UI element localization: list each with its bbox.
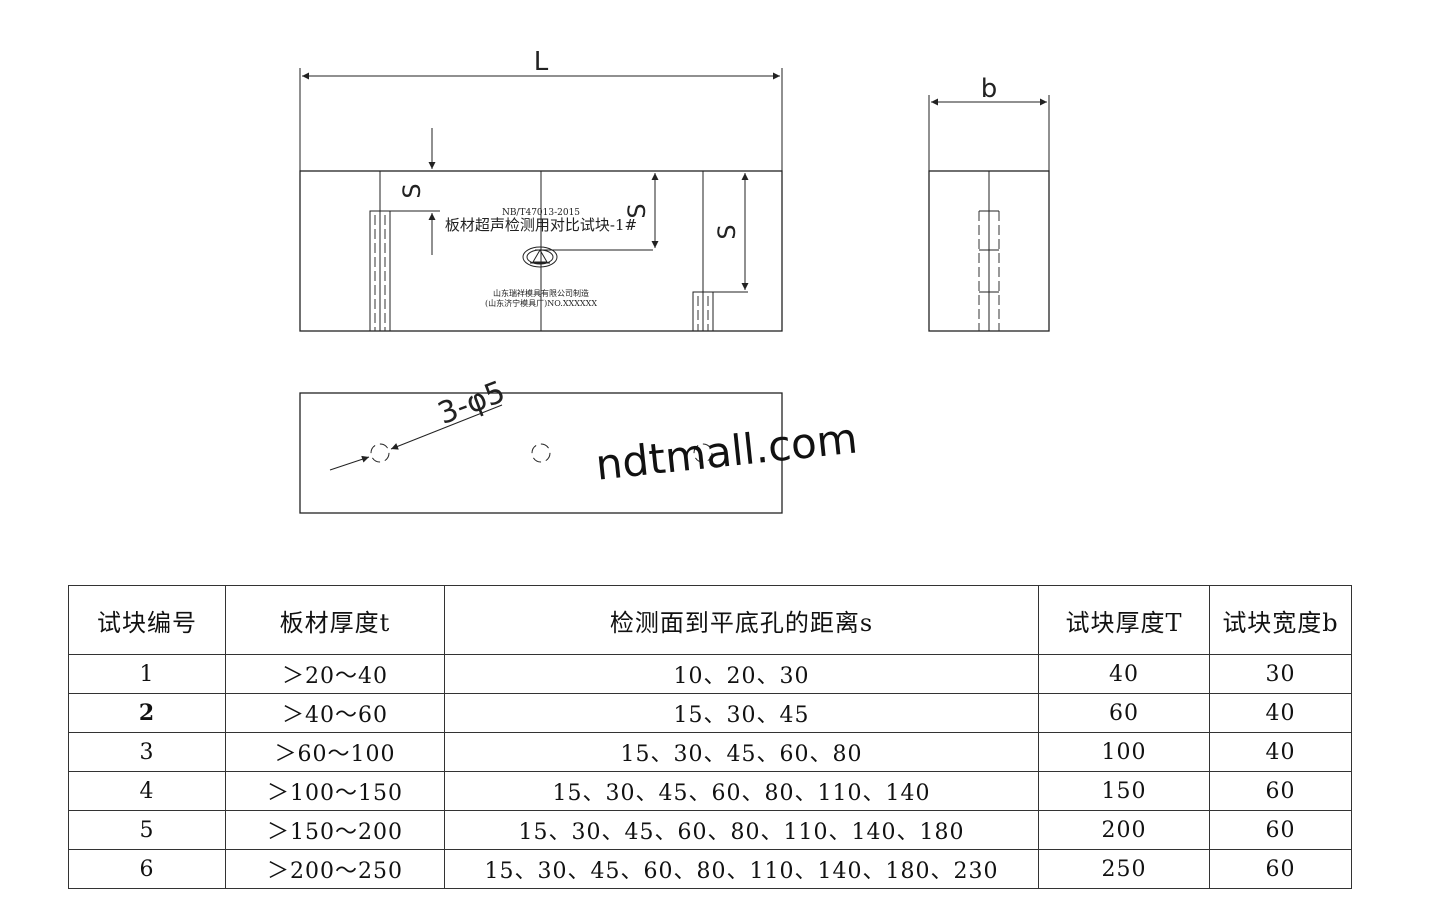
cell-block-number: 5 [68,810,226,850]
cell-plate-thickness: ＞40～60 [225,693,445,733]
cell-block-width: 40 [1209,693,1352,733]
side-view: b [928,74,1050,332]
cell-plate-thickness: ＞200～250 [225,849,445,889]
l-dimension-label: L [534,47,549,77]
cell-hole-distance: 15、30、45 [444,693,1039,733]
maker-line-1: 山东瑞祥模具有限公司制造 [493,288,589,298]
hole-circle-3 [693,443,713,463]
cell-hole-distance: 15、30、45、60、80、110、140、180 [444,810,1039,850]
table-row: 6 ＞200～250 15、30、45、60、80、110、140、180、23… [68,849,1352,889]
table-row: 1 ＞20～40 10、20、30 40 30 [68,654,1352,694]
hole-1-outline [369,210,391,331]
cell-hole-distance: 10、20、30 [444,654,1039,694]
cell-hole-distance: 15、30、45、60、80 [444,732,1039,772]
hole-leader-arrow-right [390,404,503,450]
s1-dimension-label: S [398,183,426,198]
cell-block-width: 40 [1209,732,1352,772]
standard-code: NB/T47013-2015 [502,208,580,218]
header-block-thickness: 试块厚度T [1038,585,1210,655]
header-block-number: 试块编号 [68,585,226,655]
cell-block-thickness: 60 [1038,693,1210,733]
b-dimension-label: b [981,74,998,104]
hole-spec-label: 3-φ5 [433,374,510,431]
cell-block-width: 60 [1209,810,1352,850]
cell-plate-thickness: ＞150～200 [225,810,445,850]
watermark-text: ndtmall.com [593,413,859,489]
cell-block-thickness: 40 [1038,654,1210,694]
cell-block-number: 4 [68,771,226,811]
cell-hole-distance: 15、30、45、60、80、110、140、180、230 [444,849,1039,889]
table-row: 3 ＞60～100 15、30、45、60、80 100 40 [68,732,1352,772]
cell-plate-thickness: ＞20～40 [225,654,445,694]
cell-block-thickness: 200 [1038,810,1210,850]
block-title: 板材超声检测用对比试块-1# [445,216,637,234]
hole-circle-2 [531,443,551,463]
cell-block-number: 3 [68,732,226,772]
header-plate-thickness: 板材厚度t [225,585,445,655]
cell-plate-thickness: ＞100～150 [225,771,445,811]
cell-block-number: 6 [68,849,226,889]
hole-3-outline [692,291,714,331]
maker-line-2: (山东济宁模具厂)NO.XXXXXX [485,298,597,308]
cell-block-number: 1 [68,654,226,694]
table-header-row: 试块编号 板材厚度t 检测面到平底孔的距离s 试块厚度T 试块宽度b [68,585,1352,655]
cell-block-number: 2 [68,693,226,733]
front-view: L S S S NB/T47013-2015 板材超声检测用对比试块-1# [299,47,783,332]
s2-dimension-label: S [623,203,651,218]
top-view-outline [299,392,783,514]
hole-circle-1 [370,443,390,463]
cell-block-width: 60 [1209,771,1352,811]
cell-block-width: 60 [1209,849,1352,889]
s3-dimension-label: S [713,224,741,239]
cell-block-width: 30 [1209,654,1352,694]
cell-plate-thickness: ＞60～100 [225,732,445,772]
cell-block-thickness: 100 [1038,732,1210,772]
header-block-width: 试块宽度b [1209,585,1352,655]
table-row: 2 ＞40～60 15、30、45 60 40 [68,693,1352,733]
specification-table: 试块编号 板材厚度t 检测面到平底孔的距离s 试块厚度T 试块宽度b 1 ＞20… [68,585,1352,889]
header-hole-distance: 检测面到平底孔的距离s [444,585,1039,655]
company-logo [522,246,558,268]
cell-hole-distance: 15、30、45、60、80、110、140 [444,771,1039,811]
hole-leader-arrow-left [329,455,370,471]
table-row: 4 ＞100～150 15、30、45、60、80、110、140 150 60 [68,771,1352,811]
table-row: 5 ＞150～200 15、30、45、60、80、110、140、180 20… [68,810,1352,850]
cell-block-thickness: 150 [1038,771,1210,811]
cell-block-thickness: 250 [1038,849,1210,889]
technical-drawing: L S S S NB/T47013-2015 板材超声检测用对比试块-1# [299,47,1050,514]
